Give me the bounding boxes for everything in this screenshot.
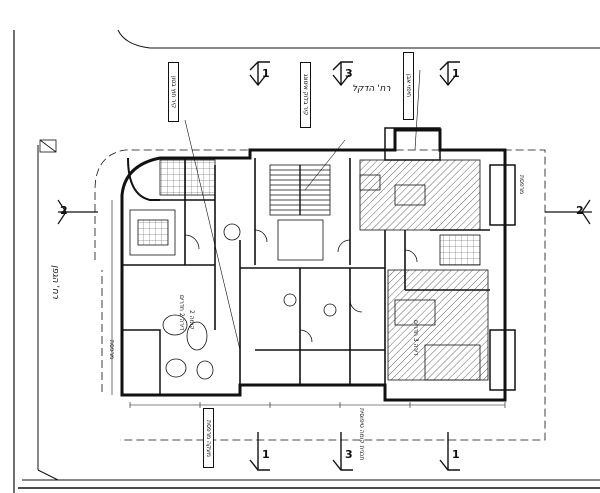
room-label-unit-left: דירה 2 חדרים <box>178 295 185 331</box>
sheet-frame <box>13 30 600 493</box>
section-number-bottom-3: 1 <box>452 448 460 461</box>
callout-box-1: קיר חוץ בטון <box>168 62 179 122</box>
section-marker-right <box>545 199 592 225</box>
callout-box-4: מעקה מרפסת <box>203 408 214 468</box>
section-number-top-2: 3 <box>345 67 353 80</box>
section-markers-bottom <box>249 432 460 471</box>
lot-boundary <box>94 149 546 441</box>
fixtures <box>129 174 481 381</box>
structure-hatch <box>159 159 489 381</box>
street-lines <box>37 29 600 481</box>
street-name-top: רח' הדקל <box>352 84 391 94</box>
bottom-note: תכנית קומה טיפוסית <box>358 408 365 461</box>
section-markers-top <box>249 61 460 87</box>
section-number-bottom-2: 3 <box>345 448 353 461</box>
room-label-unit-right: דירה 3 חדרים <box>412 320 419 356</box>
section-number-left: 2 <box>60 204 68 217</box>
callout-box-3: חיפוי אבן <box>403 52 414 120</box>
dimension-ticks <box>111 200 506 408</box>
section-marker-left <box>57 199 98 225</box>
door-swings <box>184 229 418 343</box>
street-name-left: רח' הגפן <box>50 265 60 299</box>
balconies <box>121 127 516 396</box>
section-diagonal <box>184 69 421 351</box>
room-label-balcony-right: מרפסת <box>518 175 525 195</box>
section-number-bottom-1: 1 <box>262 448 270 461</box>
callout-box-2: קיר בלוק איטונג <box>300 62 311 128</box>
interior-walls <box>122 158 490 400</box>
north-flag <box>39 139 57 153</box>
section-number-right: 2 <box>576 204 584 217</box>
room-label-balcony-left: מרפסת <box>108 340 115 360</box>
section-number-top-1: 1 <box>262 67 270 80</box>
section-number-top-3: 1 <box>452 67 460 80</box>
room-label-unit-left-floor: קומה 2 <box>188 310 195 330</box>
stair-core <box>269 164 331 261</box>
